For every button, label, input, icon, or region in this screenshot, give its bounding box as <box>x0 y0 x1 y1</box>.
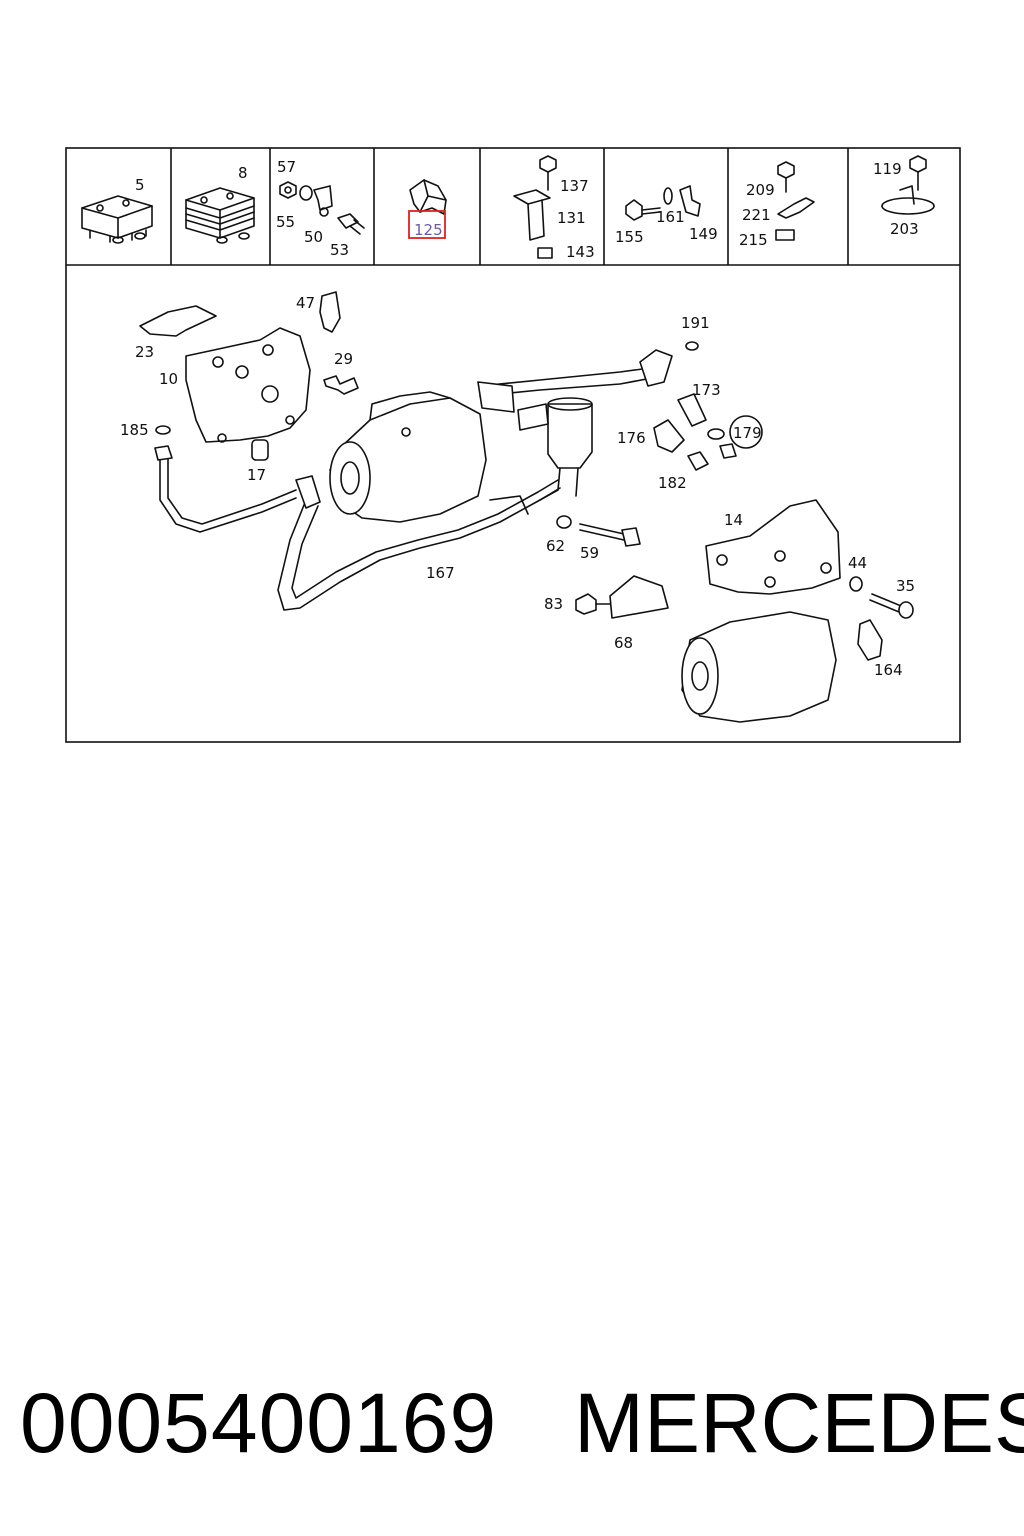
label-10: 10 <box>159 370 178 388</box>
top-cell-5[interactable]: 5 <box>81 176 153 244</box>
bracket-125-icon <box>409 179 447 215</box>
pipe-185[interactable] <box>159 455 297 533</box>
label-5: 5 <box>135 176 145 194</box>
label-182: 182 <box>658 474 687 492</box>
oring-179[interactable] <box>707 428 725 440</box>
label-179: 179 <box>733 424 762 442</box>
label-57: 57 <box>277 158 296 176</box>
label-35: 35 <box>896 577 915 595</box>
label-59: 59 <box>580 544 599 562</box>
label-55: 55 <box>276 213 295 231</box>
top-cell-137-131-143[interactable]: 137 131 143 <box>513 155 595 261</box>
bracket-131-icon <box>513 189 551 241</box>
main-assembly <box>139 291 914 723</box>
bolt-icon <box>909 155 927 191</box>
clip-bracket-icon <box>313 185 333 217</box>
label-149: 149 <box>689 225 718 243</box>
label-17: 17 <box>247 466 266 484</box>
label-8: 8 <box>238 164 248 182</box>
label-68: 68 <box>614 634 633 652</box>
compressor-second[interactable] <box>681 611 837 723</box>
bracket-23[interactable] <box>139 305 217 337</box>
cell-dividers <box>170 148 849 265</box>
label-137: 137 <box>560 177 589 195</box>
bushing-17[interactable] <box>251 439 269 461</box>
bracket-68[interactable] <box>609 575 669 619</box>
pipe-fitting[interactable] <box>639 349 673 387</box>
label-29: 29 <box>334 350 353 368</box>
label-50: 50 <box>304 228 323 246</box>
relay-stack-icon <box>185 187 255 244</box>
diagram-border <box>65 147 961 743</box>
bolt-59[interactable] <box>579 523 625 541</box>
highlight-box <box>408 210 446 239</box>
label-143: 143 <box>566 243 595 261</box>
bolt-icon <box>625 199 661 221</box>
label-44: 44 <box>848 554 867 572</box>
label-23: 23 <box>135 343 154 361</box>
label-53: 53 <box>330 241 349 259</box>
nut-icon <box>279 181 297 199</box>
washer-icon <box>299 185 313 201</box>
label-191: 191 <box>681 314 710 332</box>
top-cell-155-161-149[interactable]: 155 161 149 <box>615 185 718 246</box>
label-203: 203 <box>890 220 919 238</box>
receiver-drier[interactable] <box>547 403 593 469</box>
bolt-icon <box>337 213 365 235</box>
relay-block-icon <box>81 195 153 244</box>
label-62: 62 <box>546 537 565 555</box>
mount-164[interactable] <box>857 619 883 661</box>
brand-name: MERCEDES <box>574 1376 1024 1470</box>
nut-icon <box>775 229 795 241</box>
label-209: 209 <box>746 181 775 199</box>
top-cell-57-55-50-53[interactable]: 57 55 50 53 <box>276 158 365 259</box>
label-47: 47 <box>296 294 315 312</box>
footer: 0005400169 MERCEDES <box>0 1368 1024 1478</box>
label-215: 215 <box>739 231 768 249</box>
label-155: 155 <box>615 228 644 246</box>
label-221: 221 <box>742 206 771 224</box>
top-cell-209-221-215[interactable]: 209 221 215 <box>739 161 815 249</box>
bracket-14[interactable] <box>705 499 841 595</box>
label-131: 131 <box>557 209 586 227</box>
bolt-icon <box>777 161 795 193</box>
bracket-10[interactable] <box>185 327 311 443</box>
nut-icon <box>537 247 553 259</box>
label-167: 167 <box>426 564 455 582</box>
bracket-149-icon <box>679 185 701 217</box>
label-161: 161 <box>656 208 685 226</box>
top-cell-125[interactable]: 125 <box>408 179 447 239</box>
washer-44[interactable] <box>849 576 863 592</box>
pipe-flange[interactable] <box>477 381 515 413</box>
bolt-83[interactable] <box>575 593 597 615</box>
top-cell-119-203[interactable]: 119 203 <box>873 155 935 238</box>
label-164: 164 <box>874 661 903 679</box>
main-labels: 47 23 10 29 185 17 191 173 176 179 182 1… <box>120 294 915 679</box>
bolt-icon <box>539 155 557 191</box>
bracket-47[interactable] <box>319 291 341 333</box>
clip-221-icon <box>777 197 815 219</box>
bolt-29[interactable] <box>323 375 359 395</box>
switch-176[interactable] <box>653 419 685 453</box>
washer-icon <box>663 187 673 205</box>
label-83: 83 <box>544 595 563 613</box>
label-125: 125 <box>414 221 443 239</box>
label-14: 14 <box>724 511 743 529</box>
washer-62[interactable] <box>556 515 572 529</box>
valve-173[interactable] <box>677 393 707 427</box>
hose-167[interactable] <box>277 487 561 611</box>
top-cell-8[interactable]: 8 <box>185 164 255 244</box>
part-number: 0005400169 <box>20 1376 498 1470</box>
label-185: 185 <box>120 421 149 439</box>
label-119: 119 <box>873 160 902 178</box>
oring-191[interactable] <box>685 341 699 351</box>
washer-185[interactable] <box>155 425 171 435</box>
cap-182[interactable] <box>687 451 709 471</box>
label-176: 176 <box>617 429 646 447</box>
compressor-main[interactable] <box>329 391 487 523</box>
label-173: 173 <box>692 381 721 399</box>
mount-plate-icon <box>881 185 935 215</box>
